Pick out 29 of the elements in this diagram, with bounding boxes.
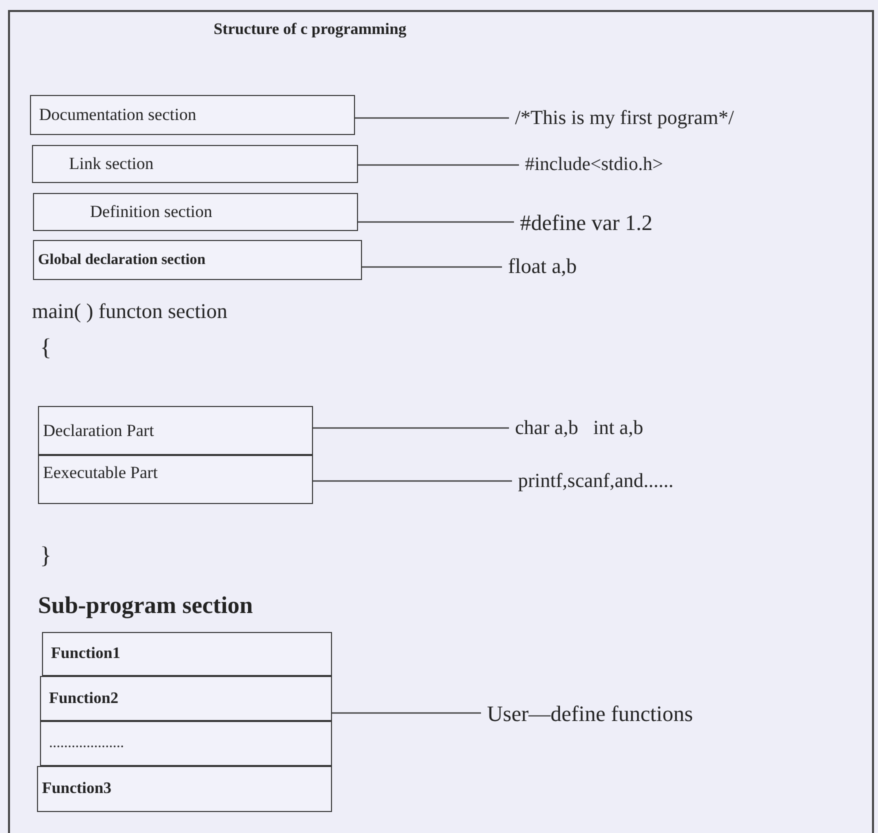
code-text: User—define functions: [487, 697, 847, 729]
code-text: #include<stdio.h>: [525, 150, 825, 180]
connector-line: [355, 117, 509, 119]
section-heading: Sub-program section: [38, 592, 253, 621]
connector-line: [358, 164, 519, 166]
section-box: ....................: [40, 721, 332, 766]
section-box: Declaration Part: [38, 406, 313, 455]
connector-line: [313, 427, 509, 429]
code-text: float a,b: [508, 252, 708, 282]
code-text: char a,b int a,b: [515, 413, 815, 443]
section-box: Definition section: [33, 193, 358, 231]
section-box: Global declaration section: [33, 240, 362, 280]
diagram-title: Structure of c programming: [212, 20, 408, 40]
section-box: Function1: [42, 632, 332, 676]
connector-line: [358, 221, 514, 223]
brace-symbol: {: [40, 334, 52, 363]
section-box: Link section: [32, 145, 358, 183]
section-heading: main( ) functon section: [32, 298, 228, 325]
code-text: #define var 1.2: [520, 206, 820, 238]
connector-line: [313, 480, 512, 482]
code-text: printf,scanf,and......: [518, 466, 818, 496]
code-text: /*This is my first pogram*/: [515, 103, 865, 133]
connector-line: [362, 266, 502, 268]
brace-symbol: }: [40, 542, 52, 571]
section-box: Function3: [37, 766, 332, 812]
section-box: Documentation section: [30, 95, 355, 135]
section-box: Eexecutable Part: [38, 455, 313, 504]
connector-line: [332, 712, 481, 714]
section-box: Function2: [40, 676, 332, 721]
